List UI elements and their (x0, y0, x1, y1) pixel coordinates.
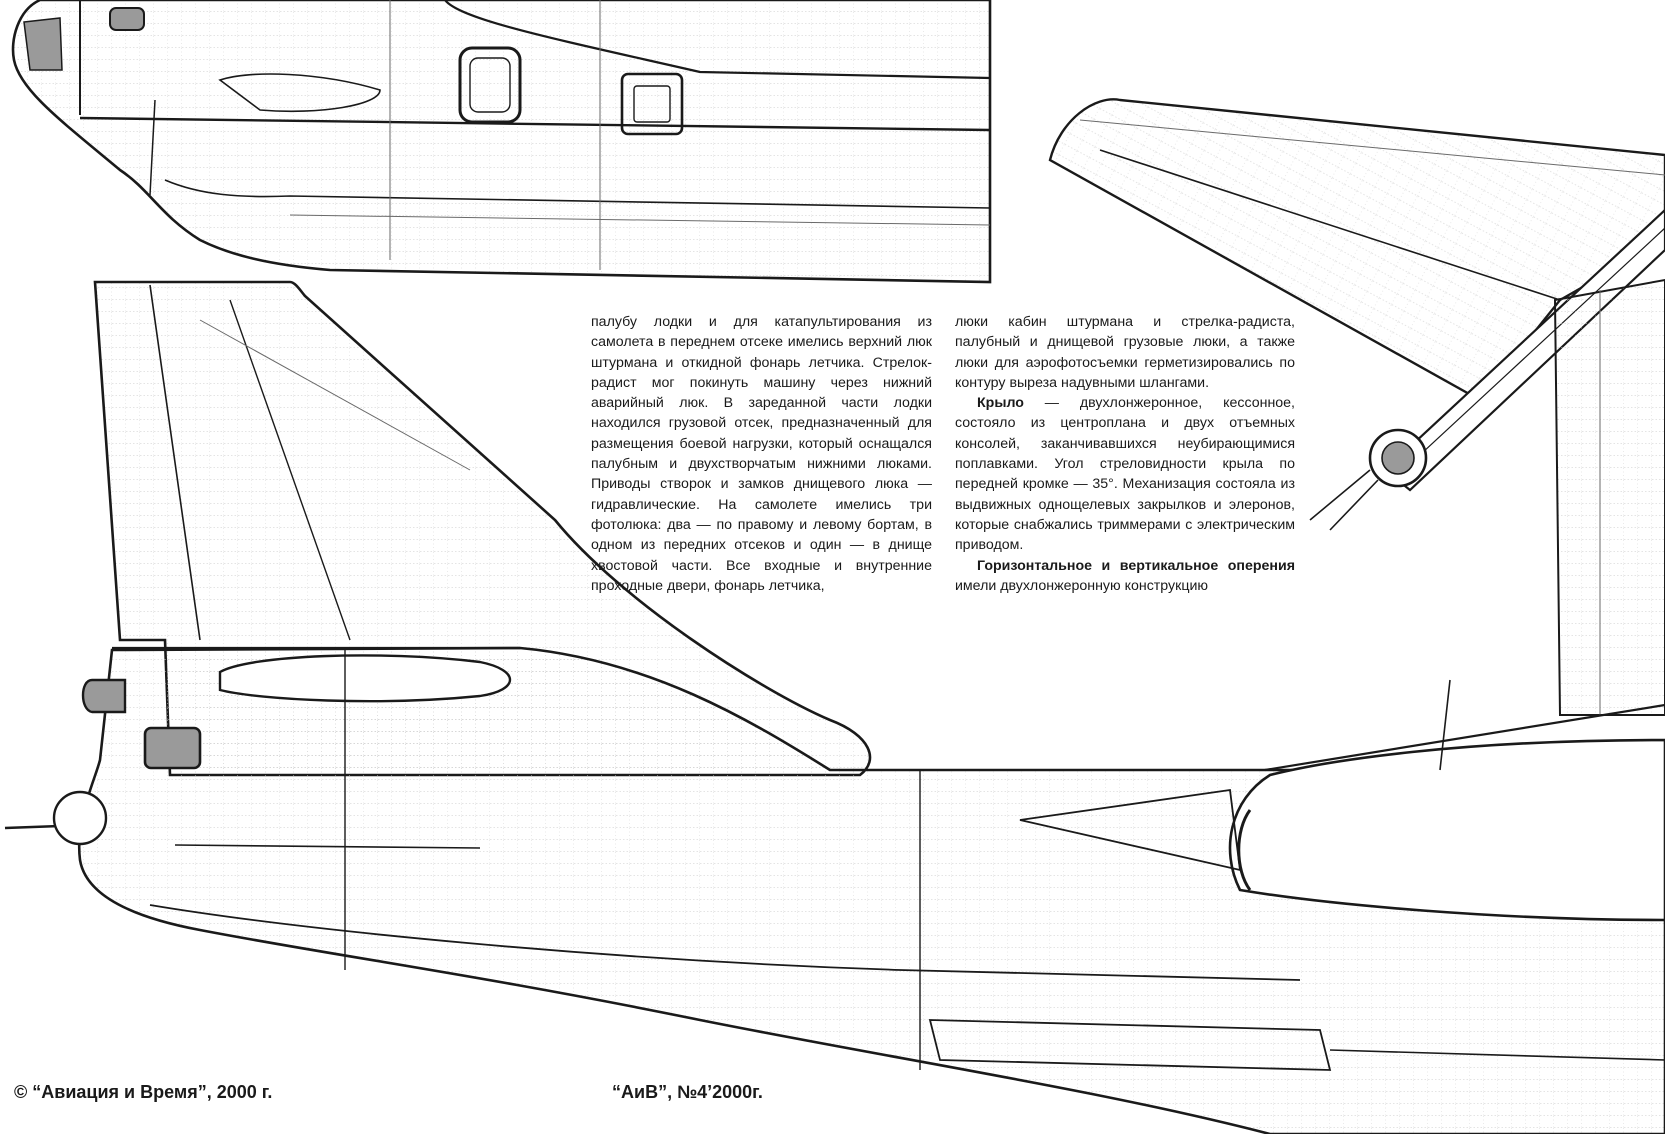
tail-paragraph: Горизонтальное и вертикальное оперения и… (955, 556, 1295, 597)
hull-chine-line (79, 116, 991, 132)
hull-nose-outline (11, 0, 992, 284)
wing-outline (1048, 98, 1665, 402)
tail-text: имели двухлонжеронную конструкцию (955, 577, 1209, 594)
hull-nose-drawing (11, 0, 992, 284)
wing-float-drawing (1048, 98, 1665, 716)
engine-intake (1237, 809, 1252, 891)
nose-glazing (23, 17, 63, 71)
article-paragraph: люки кабин штурмана и стрелка-радиста, п… (955, 314, 1295, 391)
step-fairing (928, 1019, 1332, 1071)
footer-copyright: © “Авиация и Время”, 2000 г. (14, 1082, 273, 1102)
wing-paragraph: Крыло — двухлонжеронное, кессонное, сост… (955, 393, 1295, 555)
hatch-2 (620, 72, 684, 136)
fuselage-outline (77, 646, 1665, 1134)
tail-fuselage-drawing (4, 280, 1665, 1134)
tail-cone-fairing (218, 654, 511, 703)
article-paragraph: палубу лодки и для катапультирования из … (591, 314, 932, 594)
tail-gun-turret (81, 678, 127, 714)
hull-keel-line (164, 179, 991, 209)
footer-issue: “АиВ”, №4’2000г. (612, 1082, 763, 1102)
tail-heading: Горизонтальное и вертикальное оперения (977, 557, 1295, 574)
article-column-left: палубу лодки и для катапультирования из … (591, 312, 932, 596)
tail-gun (4, 824, 61, 830)
wing-text: — двухлонжеронное, кессонное, состояло и… (955, 395, 1295, 554)
hatch-1 (458, 46, 522, 124)
blister-fairing (218, 73, 381, 113)
wing-root-fairing (1019, 788, 1242, 872)
wing-lower-panel (1553, 278, 1665, 716)
tail-window (143, 726, 202, 770)
rudder-hinge (149, 284, 201, 641)
nose-window (109, 7, 145, 31)
engine-nacelle (1228, 738, 1665, 922)
wing-heading: Крыло (977, 395, 1024, 412)
article-column-right: люки кабин штурмана и стрелка-радиста, п… (955, 312, 1295, 596)
